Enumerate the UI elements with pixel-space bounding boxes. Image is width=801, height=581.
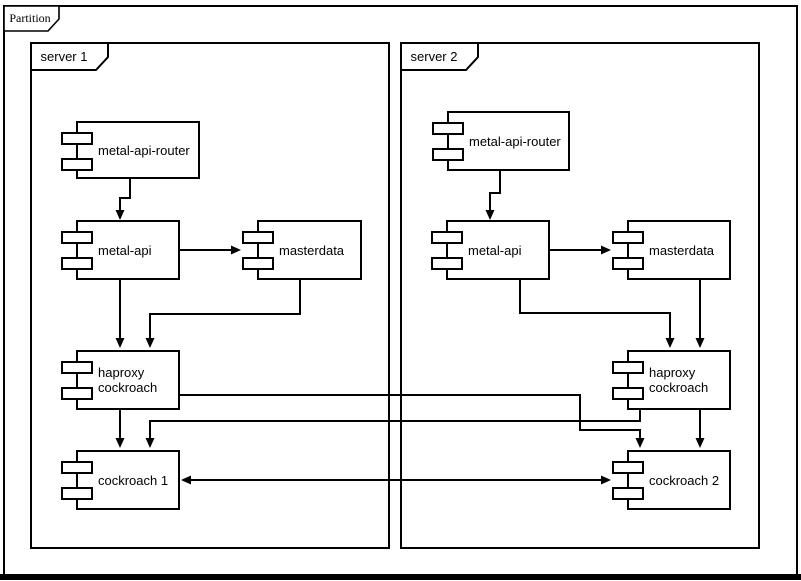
- arrowhead-icon: [601, 475, 611, 485]
- component-port-icon: [612, 461, 644, 474]
- component-label: haproxy cockroach: [649, 365, 709, 395]
- component-s2-metal-api-router: metal-api-router: [432, 111, 570, 171]
- edge-s2-api-to-haproxy: [519, 280, 671, 338]
- server2-frame: [400, 42, 760, 549]
- component-label: cockroach 1: [98, 472, 169, 488]
- component-s2-cockroach-2: cockroach 2: [612, 450, 731, 510]
- component-port-icon: [612, 361, 644, 374]
- component-port-icon: [612, 231, 644, 244]
- component-port-icon: [61, 387, 93, 400]
- partition-frame-label: Partition: [9, 10, 51, 25]
- arrowhead-icon: [665, 338, 675, 348]
- component-s2-masterdata: masterdata: [612, 220, 731, 280]
- edge-s2-router-to-api: [489, 171, 501, 210]
- component-port-icon: [431, 257, 463, 270]
- component-label: metal-api: [468, 242, 522, 258]
- component-s1-metal-api-router: metal-api-router: [61, 121, 200, 179]
- arrowheads: [115, 210, 705, 485]
- arrowhead-icon: [115, 210, 125, 220]
- arrowhead-icon: [115, 338, 125, 348]
- arrowhead-icon: [115, 438, 125, 448]
- arrowhead-icon: [601, 245, 611, 255]
- page-bottom-border: [0, 574, 801, 580]
- arrowhead-icon: [231, 245, 241, 255]
- component-port-icon: [61, 257, 93, 270]
- component-s1-metal-api: metal-api: [61, 220, 180, 280]
- arrowhead-icon: [635, 438, 645, 448]
- component-label: masterdata: [649, 242, 715, 258]
- edge-s2-haproxy-to-cockroach1: [149, 410, 641, 438]
- arrowhead-icon: [695, 338, 705, 348]
- component-label: masterdata: [279, 242, 345, 258]
- component-port-icon: [432, 148, 464, 161]
- component-s1-masterdata: masterdata: [242, 220, 362, 280]
- arrowhead-icon: [145, 438, 155, 448]
- component-port-icon: [242, 231, 274, 244]
- component-label: metal-api: [98, 242, 152, 258]
- component-port-icon: [61, 231, 93, 244]
- arrowhead-icon: [181, 475, 191, 485]
- component-label: haproxy cockroach: [98, 365, 158, 395]
- component-s2-haproxy-cockroach: haproxy cockroach: [612, 350, 731, 410]
- partition-frame-tab: [3, 5, 60, 32]
- arrowhead-icon: [145, 338, 155, 348]
- component-s2-metal-api: metal-api: [431, 220, 550, 280]
- server1-frame-label: server 1: [40, 48, 88, 64]
- server2-frame-tab: [400, 42, 479, 71]
- component-port-icon: [61, 487, 93, 500]
- component-label: metal-api-router: [98, 142, 190, 158]
- edge-s1-router-to-api: [119, 179, 131, 210]
- component-port-icon: [242, 257, 274, 270]
- component-port-icon: [612, 257, 644, 270]
- component-label: metal-api-router: [469, 133, 561, 149]
- server1-frame: [30, 42, 390, 549]
- component-port-icon: [612, 487, 644, 500]
- component-label: cockroach 2: [649, 472, 720, 488]
- component-s1-cockroach-1: cockroach 1: [61, 450, 180, 510]
- component-s1-haproxy-cockroach: haproxy cockroach: [61, 350, 180, 410]
- server2-frame-label: server 2: [410, 48, 458, 64]
- edge-s1-haproxy-to-cockroach2: [180, 394, 641, 438]
- arrowhead-icon: [485, 210, 495, 220]
- component-port-icon: [61, 158, 93, 171]
- component-port-icon: [431, 231, 463, 244]
- component-port-icon: [612, 387, 644, 400]
- arrowhead-icon: [695, 438, 705, 448]
- component-port-icon: [432, 122, 464, 135]
- edge-s1-masterdata-to-haproxy: [149, 280, 301, 338]
- server1-frame-tab: [30, 42, 109, 71]
- component-port-icon: [61, 132, 93, 145]
- component-port-icon: [61, 461, 93, 474]
- component-port-icon: [61, 361, 93, 374]
